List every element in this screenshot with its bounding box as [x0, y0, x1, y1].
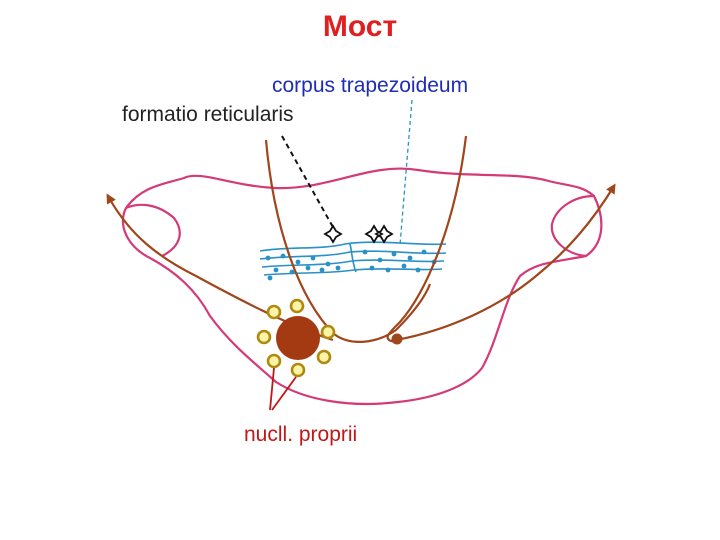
fiber-pathways [106, 135, 616, 344]
page-title: Мост [322, 10, 398, 43]
four-point-star-icon [323, 224, 394, 244]
nuclei-proprii [256, 298, 336, 378]
label-nucll-proprii: nucll. proprii [244, 423, 358, 446]
pons-outline [121, 167, 603, 406]
nucleus-small [256, 329, 272, 345]
pointer-line-corpus [399, 99, 413, 246]
pointer-lines-nuclei [269, 367, 297, 411]
nucleus-small [290, 362, 306, 378]
nucleus-small [266, 353, 282, 369]
nucleus-large [276, 316, 320, 360]
arrow-right-fiber [395, 183, 616, 342]
label-corpus-trapezoideum: corpus trapezoideum [272, 74, 469, 97]
nucleus-small [289, 298, 305, 314]
nucleus-small [266, 304, 282, 320]
fiber-junction-dot [391, 333, 403, 345]
nucleus-small [320, 324, 336, 340]
trapezoid-body-dots [265, 249, 437, 281]
label-formatio-reticularis: formatio reticularis [122, 103, 294, 126]
nucleus-small [316, 349, 332, 365]
